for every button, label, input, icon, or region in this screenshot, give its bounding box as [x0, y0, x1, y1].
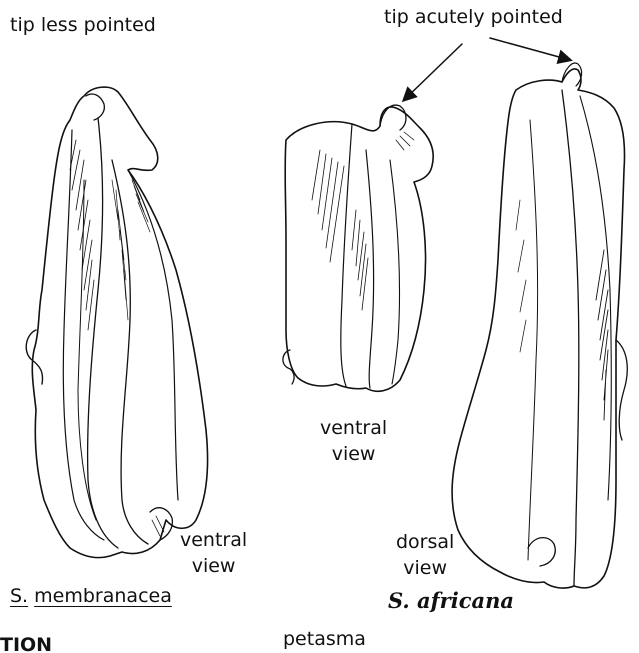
africana-ventral-drawing — [283, 105, 433, 391]
cropped-text-fragment: TION — [0, 636, 52, 653]
africana-dorsal-drawing — [452, 63, 627, 588]
right-tip — [562, 63, 582, 86]
arrow-to-middle-tip — [404, 44, 462, 100]
species-membranacea-epithet: membranacea — [34, 585, 172, 607]
tip-acutely-pointed-label: tip acutely pointed — [384, 8, 563, 27]
species-membranacea-label: S. membranacea — [10, 587, 172, 606]
left-flap — [26, 330, 42, 384]
tip-less-pointed-label: tip less pointed — [10, 16, 156, 35]
dorsal-view-label: dorsal view — [396, 530, 454, 581]
species-africana-label: S. africana — [388, 590, 514, 611]
ventral-view-left-label: ventral view — [180, 528, 247, 579]
right-outline — [452, 69, 624, 588]
petasma-caption: petasma — [283, 630, 366, 649]
middle-outline — [285, 107, 433, 391]
ventral-view-middle-label: ventral view — [320, 416, 387, 467]
middle-tip — [380, 105, 406, 130]
membranacea-ventral-drawing — [26, 87, 207, 558]
species-membranacea-genus: S. — [10, 585, 28, 607]
arrow-to-right-tip — [490, 38, 570, 60]
tip-pointer-arrows — [404, 38, 570, 100]
left-outline — [32, 87, 207, 558]
left-tip — [86, 94, 104, 120]
